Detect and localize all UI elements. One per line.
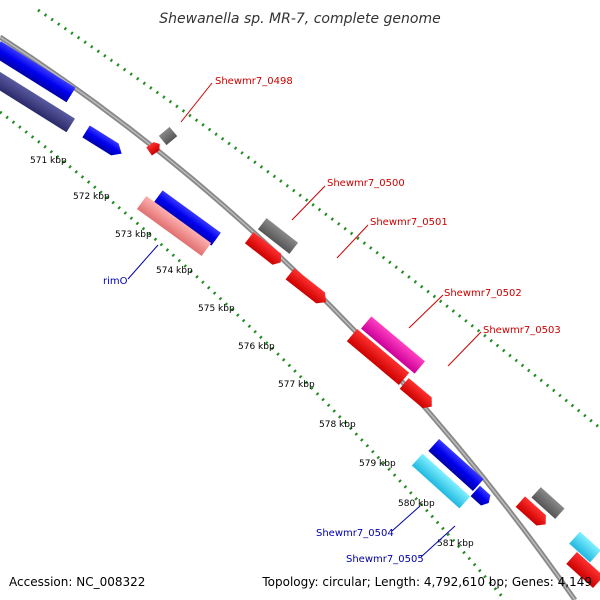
accession-text: Accession: NC_008322 [9,575,145,589]
scale-label: 572 kbp [73,192,110,202]
gene-feature-0503 [346,329,410,385]
gene-feature [515,496,546,526]
middle-tick-ring [0,110,507,600]
scale-label: 575 kbp [198,304,235,314]
gene-feature [531,487,565,519]
scale-label: 580 kbp [398,499,435,509]
scale-label: 579 kbp [359,459,396,469]
gene-feature-rimO [136,196,212,256]
gene-feature [146,142,160,156]
scale-label: 573 kbp [115,230,152,240]
gene-features [0,41,600,588]
scale-label: 578 kbp [319,420,356,430]
gene-feature [82,125,122,156]
tick-rings [0,8,600,600]
genome-summary-text: Topology: circular; Length: 4,792,610 bp… [261,575,592,589]
gene-feature [0,41,76,103]
gene-feature [428,438,484,492]
gene-feature [285,268,327,304]
gene-feature-0504 [411,453,471,509]
scale-labels: 571 kbp 572 kbp 573 kbp 574 kbp 575 kbp … [30,156,474,549]
gene-feature [153,190,221,246]
genome-title: Shewanella sp. MR-7, complete genome [159,11,440,27]
gene-feature [0,70,75,133]
gene-label-shewmr7-0503: Shewmr7_0503 [483,325,561,336]
outer-tick-ring [37,8,600,430]
callout-lines [127,82,482,558]
scale-label: 581 kbp [437,539,474,549]
gene-feature-0501 [244,232,282,265]
scale-label: 577 kbp [278,380,315,390]
gene-label-shewmr7-0498: Shewmr7_0498 [215,76,293,87]
gene-label-shewmr7-0500: Shewmr7_0500 [327,178,405,189]
gene-feature-0502 [361,316,425,374]
gene-label-shewmr7-0505: Shewmr7_0505 [346,554,424,565]
gene-labels: Shewmr7_0498 Shewmr7_0500 Shewmr7_0501 S… [103,76,561,565]
scale-label: 574 kbp [156,266,193,276]
gene-feature-0498 [158,126,178,146]
gene-feature [470,485,491,506]
gene-feature [566,552,600,588]
gene-feature [399,378,432,409]
gene-feature [569,531,600,563]
scale-label: 571 kbp [30,156,67,166]
gene-feature-0500 [257,218,299,254]
gene-label-shewmr7-0501: Shewmr7_0501 [370,217,448,228]
gene-label-rimo: rimO [103,276,128,287]
scale-label: 576 kbp [238,342,275,352]
gene-label-shewmr7-0502: Shewmr7_0502 [444,288,522,299]
genome-backbone [0,34,578,600]
gene-label-shewmr7-0504: Shewmr7_0504 [316,528,394,539]
